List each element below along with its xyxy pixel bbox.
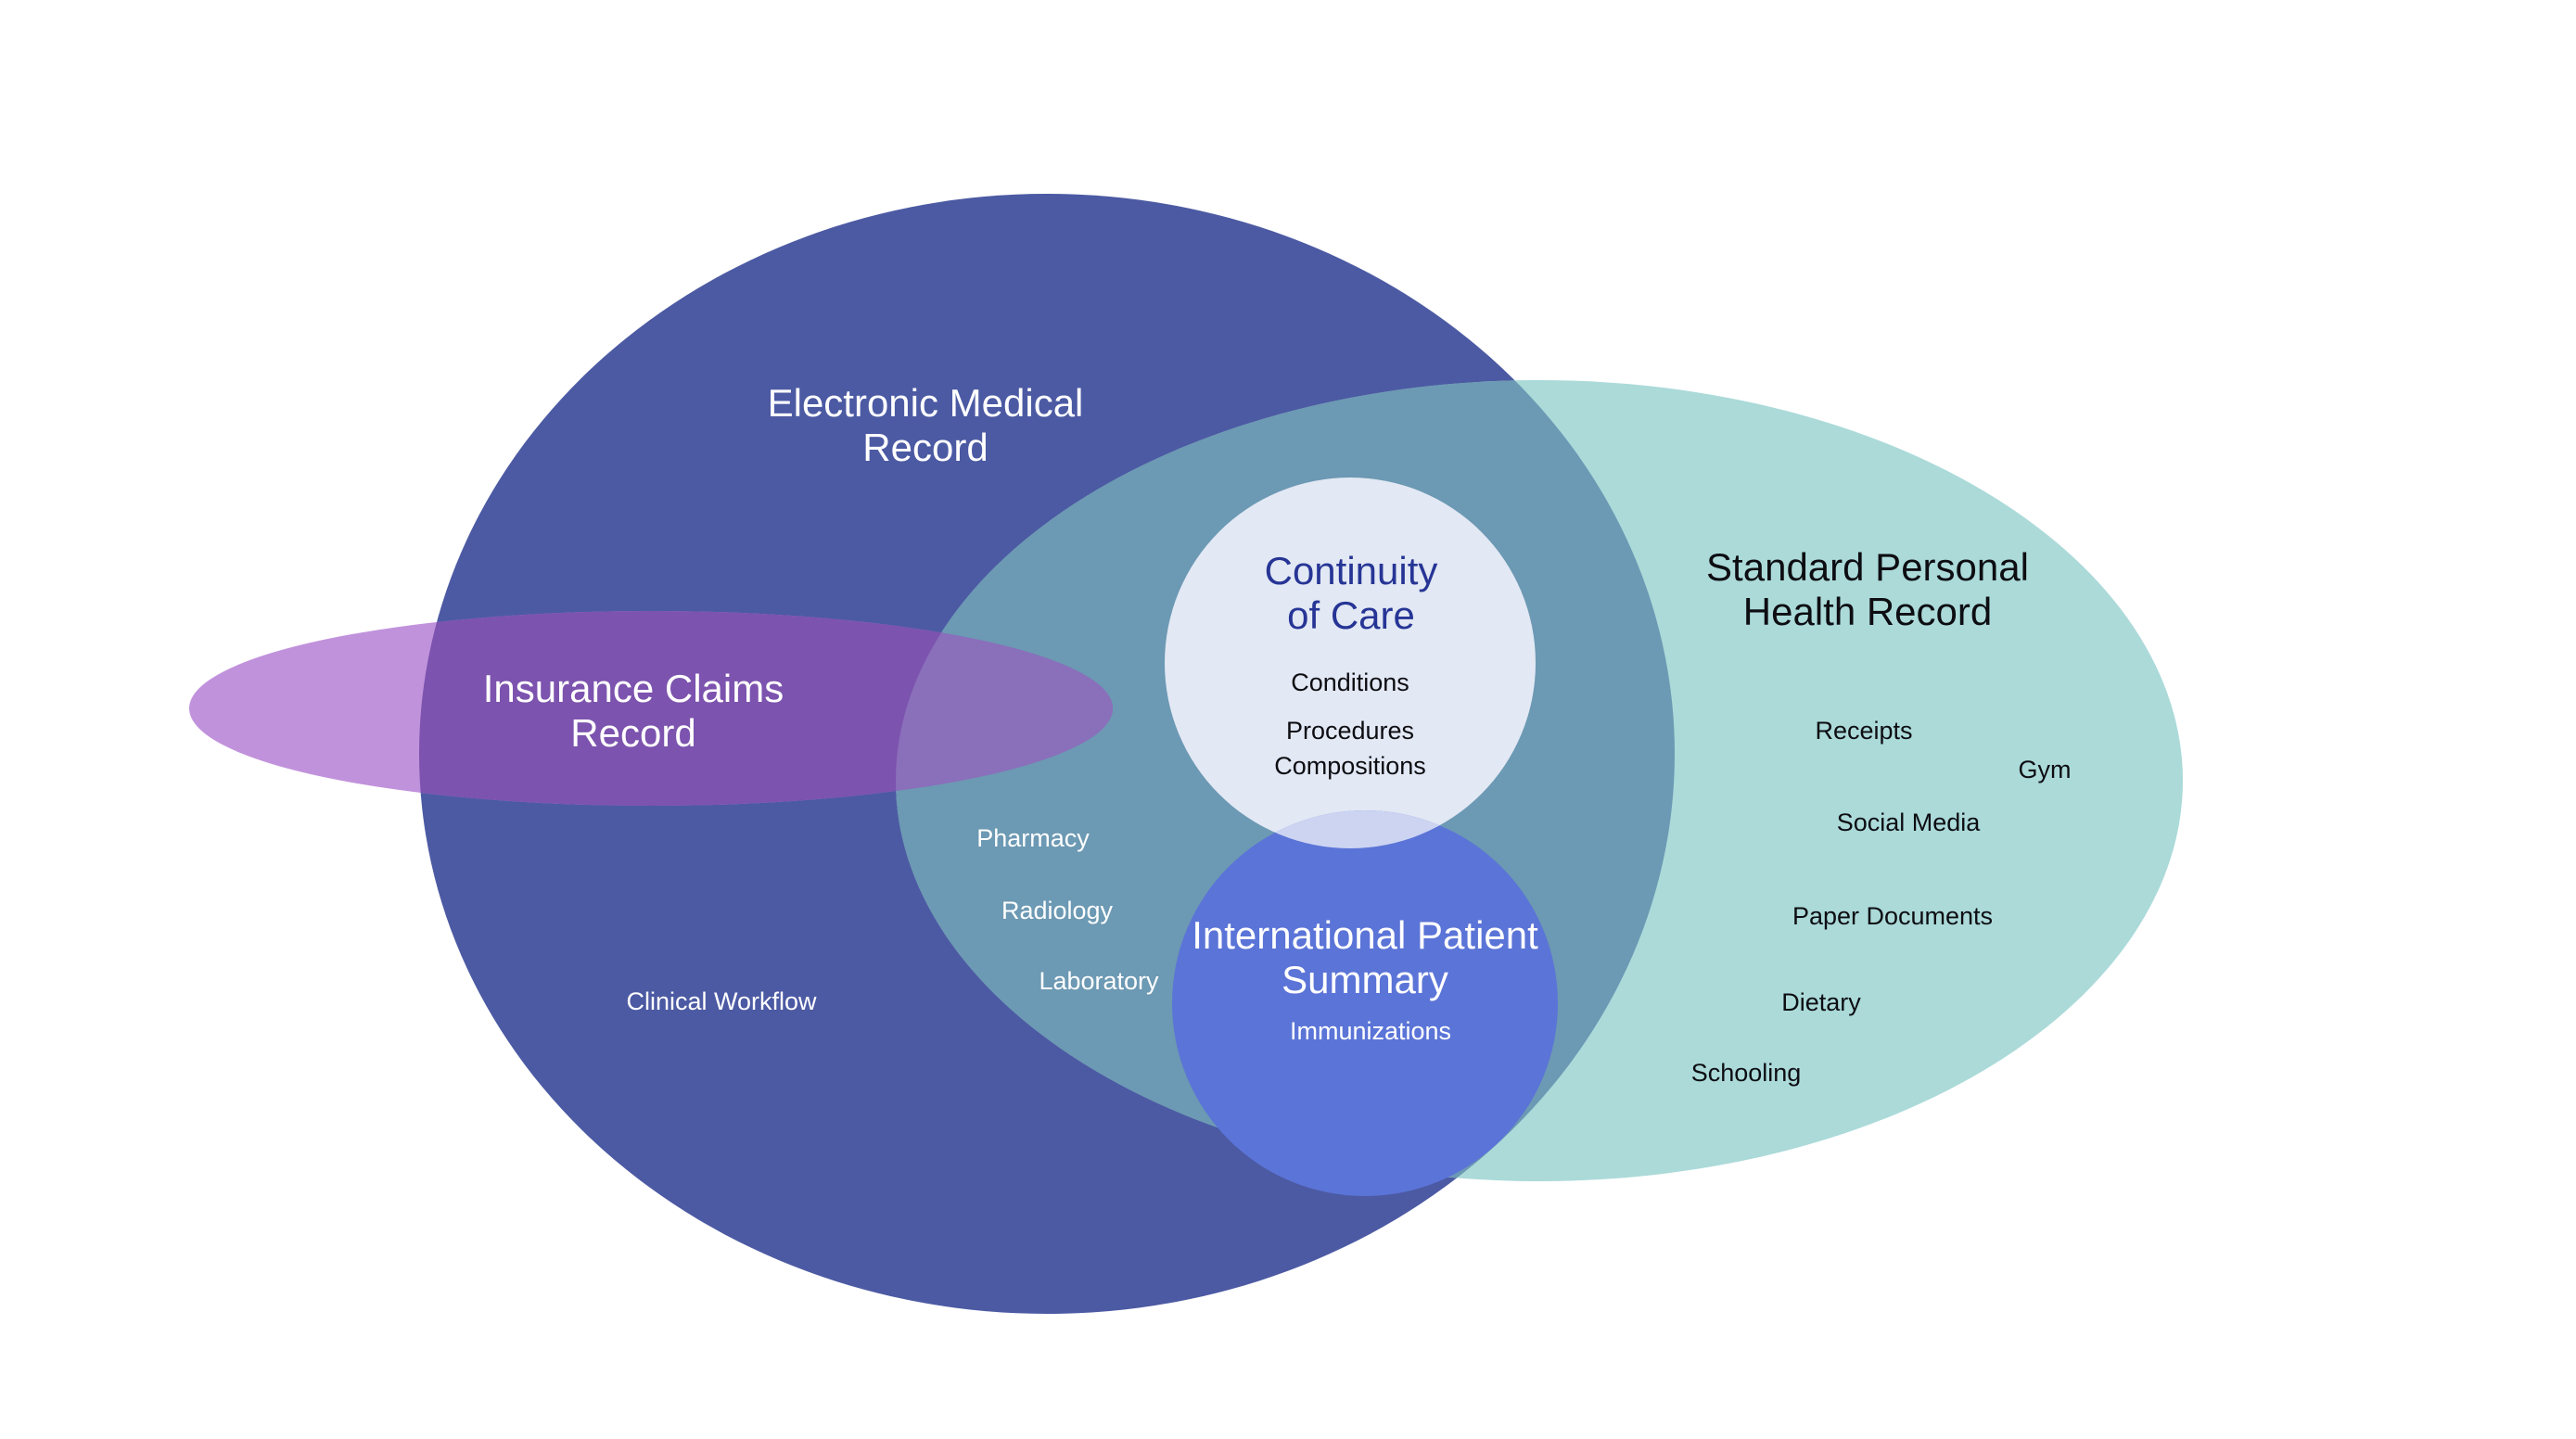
coc-circle [1165,478,1536,848]
ips-circle [1172,810,1558,1196]
